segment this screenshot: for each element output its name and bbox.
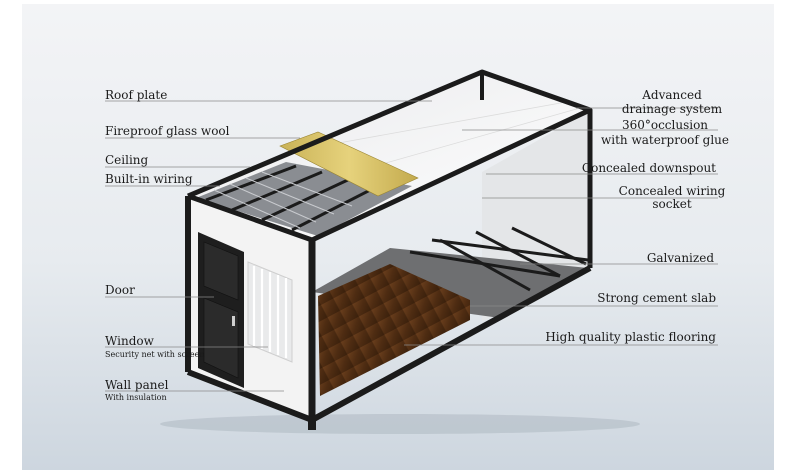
leader-lines <box>105 100 718 392</box>
label-door: Door <box>105 283 135 297</box>
label-drainage-line1: Advanced <box>642 88 702 102</box>
label-window: Window <box>105 334 154 348</box>
label-built-in-wiring: Built-in wiring <box>105 172 193 186</box>
label-ceiling: Ceiling <box>105 153 149 167</box>
plastic-flooring <box>318 264 470 396</box>
label-wall-panel: Wall panel <box>105 378 169 392</box>
ceiling-slats <box>213 171 353 229</box>
label-wall-panel-sub: With insulation <box>105 393 167 402</box>
label-occlusion-line1: 360°occlusion <box>621 118 709 132</box>
label-concealed-downspout: Concealed downspout <box>581 161 716 175</box>
label-galvanized: Galvanized <box>646 251 714 265</box>
label-socket-line2: socket <box>652 197 692 211</box>
galvanized-joists <box>409 226 589 292</box>
label-occlusion-line2: with waterproof glue <box>600 133 730 147</box>
label-roof-plate: Roof plate <box>105 88 168 102</box>
door <box>198 232 244 388</box>
glass-wool <box>279 131 419 197</box>
label-plastic-flooring: High quality plastic flooring <box>545 330 716 344</box>
label-drainage-line2: drainage system <box>621 102 723 116</box>
label-socket-line1: Concealed wiring <box>618 184 726 198</box>
label-cement-slab: Strong cement slab <box>597 291 716 305</box>
backdrop <box>22 4 774 470</box>
steel-frame <box>185 69 593 430</box>
ground-shadow <box>160 414 640 434</box>
label-fireproof-glass-wool: Fireproof glass wool <box>105 124 230 138</box>
window-security-net <box>247 261 293 363</box>
label-window-sub: Security net with screen <box>105 350 205 359</box>
